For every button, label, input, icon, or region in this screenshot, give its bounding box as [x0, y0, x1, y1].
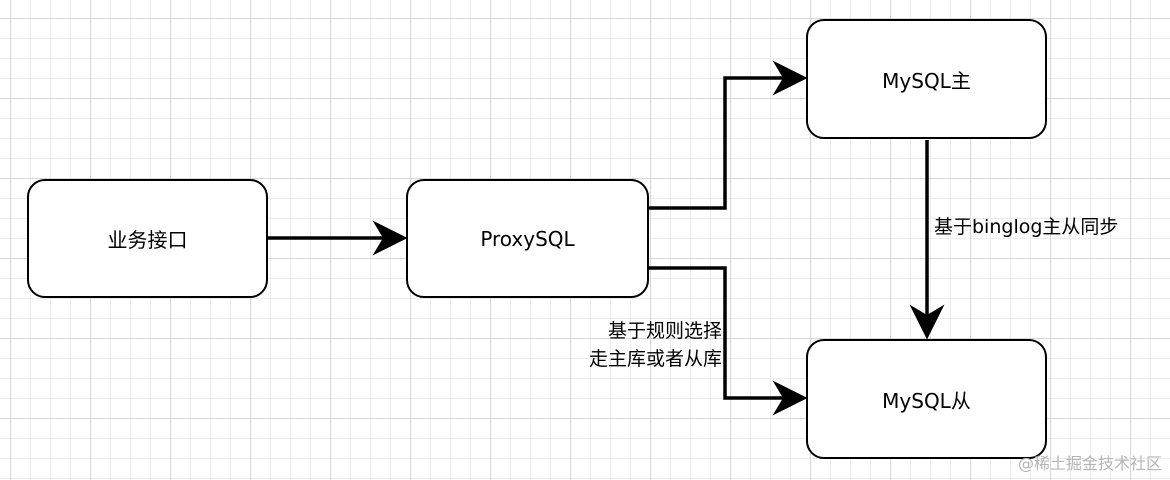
- watermark: @稀土掘金技术社区: [1017, 454, 1162, 473]
- routing-label-line2: 走主库或者从库: [588, 347, 722, 370]
- node-mysql-slave-label: MySQL从: [882, 388, 971, 413]
- replication-label: 基于binglog主从同步: [934, 216, 1119, 238]
- node-mysql-master[interactable]: MySQL主: [806, 19, 1047, 139]
- node-business-api[interactable]: 业务接口: [27, 179, 268, 298]
- routing-label: 基于规则选择 走主库或者从库: [589, 318, 722, 373]
- node-business-api-label: 业务接口: [107, 228, 188, 252]
- node-proxysql-label: ProxySQL: [480, 226, 575, 251]
- node-mysql-slave[interactable]: MySQL从: [806, 339, 1047, 459]
- node-mysql-master-label: MySQL主: [882, 68, 971, 93]
- edge-proxysql-to-master: [649, 60, 808, 210]
- node-proxysql[interactable]: ProxySQL: [406, 179, 649, 298]
- edge-proxysql-to-slave: [649, 266, 808, 416]
- routing-label-line1: 基于规则选择: [607, 320, 722, 342]
